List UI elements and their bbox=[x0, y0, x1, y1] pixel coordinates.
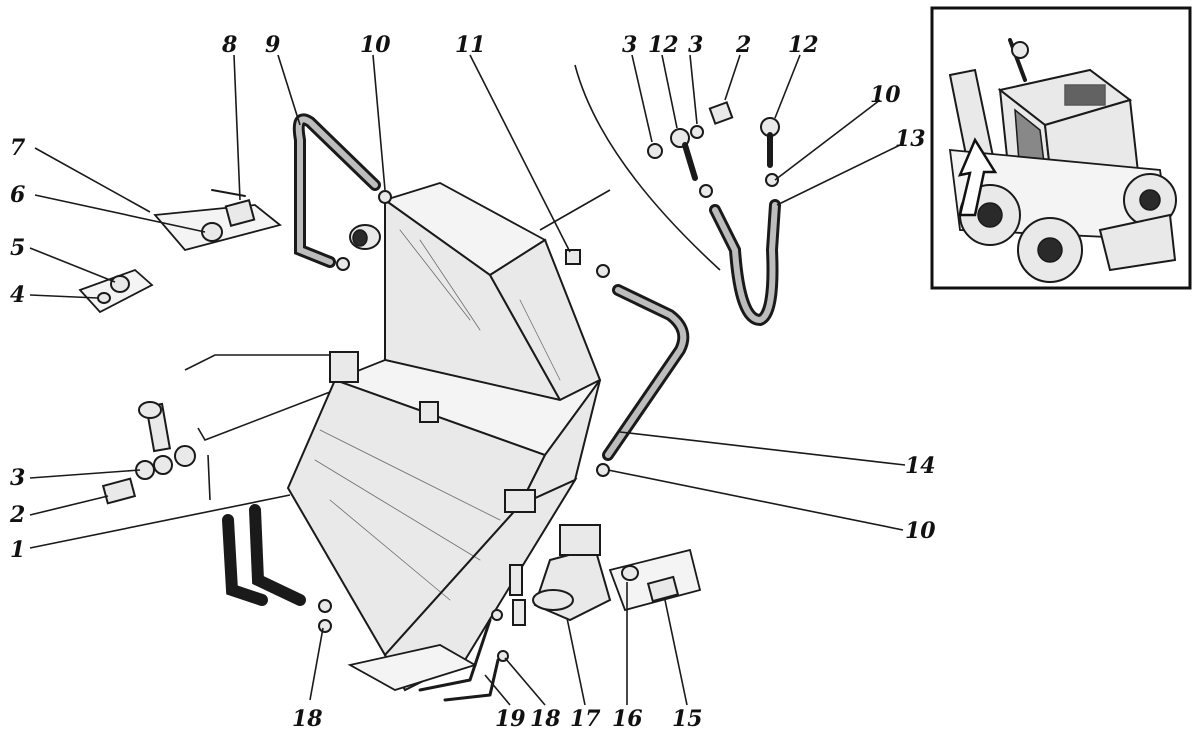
callout-labels: 8 9 10 11 3 12 3 2 12 10 13 7 6 5 4 3 2 … bbox=[9, 32, 936, 732]
callout-6: 6 bbox=[10, 182, 25, 208]
oil-filter bbox=[532, 524, 702, 622]
callout-16: 16 bbox=[612, 706, 643, 732]
callout-12: 12 bbox=[648, 32, 679, 58]
callout-4: 4 bbox=[10, 282, 25, 308]
fasteners-upper-left bbox=[78, 189, 282, 314]
lower-pipes bbox=[222, 504, 526, 702]
callout-7: 7 bbox=[10, 135, 26, 161]
callout-10: 10 bbox=[360, 32, 391, 58]
callout-17: 17 bbox=[570, 706, 601, 732]
callout-11: 11 bbox=[455, 32, 486, 58]
callout-10: 10 bbox=[905, 518, 936, 544]
callout-19: 19 bbox=[495, 706, 526, 732]
callout-2: 2 bbox=[9, 502, 25, 528]
callout-18: 18 bbox=[530, 706, 561, 732]
hose-14 bbox=[565, 249, 690, 477]
hose-9 bbox=[292, 113, 392, 271]
callout-10: 10 bbox=[870, 82, 901, 108]
hose-13 bbox=[647, 101, 781, 327]
location-arrow-icon bbox=[957, 137, 998, 217]
callout-3: 3 bbox=[622, 32, 637, 58]
fasteners-left bbox=[101, 401, 196, 505]
inset-frame bbox=[930, 6, 1192, 290]
callout-5: 5 bbox=[10, 235, 25, 261]
callout-18: 18 bbox=[292, 706, 323, 732]
callout-3: 3 bbox=[10, 465, 25, 491]
callout-9: 9 bbox=[265, 32, 280, 58]
skid-steer-loader-icon bbox=[948, 38, 1177, 283]
callout-8: 8 bbox=[221, 32, 237, 58]
callout-15: 15 bbox=[672, 706, 703, 732]
callout-12: 12 bbox=[788, 32, 819, 58]
callout-14: 14 bbox=[905, 453, 936, 479]
hydraulic-tank bbox=[286, 182, 602, 692]
callout-1: 1 bbox=[10, 537, 25, 563]
callout-3: 3 bbox=[688, 32, 703, 58]
callout-13: 13 bbox=[895, 126, 926, 152]
callout-2: 2 bbox=[735, 32, 751, 58]
leader-lines bbox=[29, 54, 906, 706]
